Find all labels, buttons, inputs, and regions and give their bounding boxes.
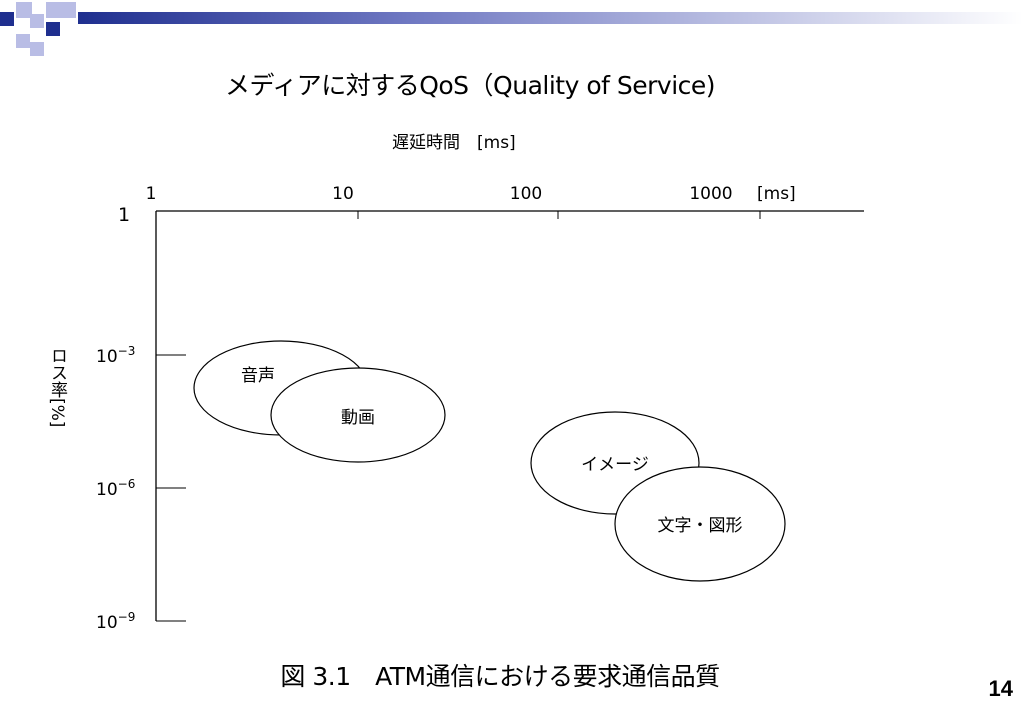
x-axis-title: 遅延時間 [ms] bbox=[392, 133, 516, 153]
slide-title: メディアに対するQoS（Quality of Service) bbox=[224, 71, 716, 100]
y-tick-label: 10−6 bbox=[96, 477, 135, 500]
header-decoration bbox=[0, 2, 1023, 56]
region-audio-label: 音声 bbox=[241, 366, 275, 386]
deco-square bbox=[0, 12, 14, 26]
deco-square bbox=[46, 22, 60, 36]
x-tick-label: 10 bbox=[332, 184, 354, 204]
x-tick-label: 1000 bbox=[689, 184, 732, 204]
deco-square bbox=[16, 34, 30, 48]
y-tick-base: 10 bbox=[96, 347, 118, 367]
y-tick-base: 1 bbox=[118, 204, 130, 226]
header-bar bbox=[78, 12, 1023, 24]
x-unit-label: [ms] bbox=[757, 184, 796, 204]
deco-square bbox=[30, 42, 44, 56]
y-tick-base: 10 bbox=[96, 480, 118, 500]
y-axis-title: ロス率[%] bbox=[47, 347, 68, 427]
deco-square bbox=[60, 2, 76, 18]
deco-square bbox=[46, 2, 62, 18]
y-tick-label: 1 bbox=[118, 204, 130, 226]
y-tick-label: 10−3 bbox=[96, 344, 135, 367]
y-tick-exp: −3 bbox=[118, 344, 136, 358]
region-image-label: イメージ bbox=[581, 455, 649, 475]
y-tick-label: 10−9 bbox=[96, 610, 135, 633]
y-tick-base: 10 bbox=[96, 613, 118, 633]
x-tick-label: 100 bbox=[510, 184, 542, 204]
figure-caption: 図 3.1 ATM通信における要求通信品質 bbox=[280, 662, 720, 691]
deco-square bbox=[16, 2, 32, 18]
region-text-graphics-label: 文字・図形 bbox=[658, 516, 743, 536]
region-video-label: 動画 bbox=[341, 408, 375, 428]
y-tick-exp: −9 bbox=[118, 610, 136, 624]
page-number: 14 bbox=[988, 676, 1013, 701]
region-text-graphics bbox=[614, 466, 786, 582]
x-tick-label: 1 bbox=[146, 184, 157, 204]
y-tick-exp: −6 bbox=[118, 477, 136, 491]
deco-square bbox=[30, 14, 44, 28]
region-video bbox=[270, 367, 446, 463]
